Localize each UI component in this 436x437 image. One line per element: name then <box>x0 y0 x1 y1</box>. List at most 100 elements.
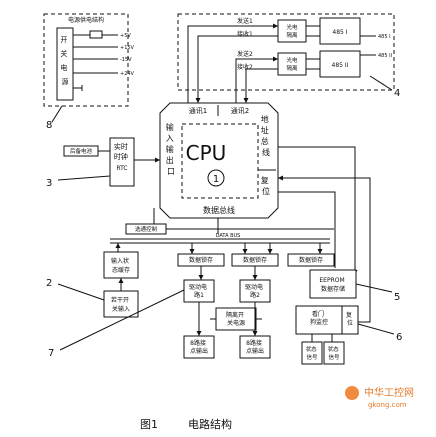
switch-input-label: 若干开 关输入 <box>111 296 131 313</box>
rtc-char-3: RTC <box>116 165 127 172</box>
eeprom-label: EEPROM 数据存储 <box>319 277 346 293</box>
caption-title: 电路结构 <box>188 417 232 431</box>
callout-7: 7 <box>48 348 54 359</box>
cpu-address-bus: 地 址 总 线 <box>261 114 272 157</box>
optoisolator-1-box <box>277 19 307 43</box>
power-title: 电源供电结构 <box>68 16 104 24</box>
isolated-power-label: 隔离开 关电源 <box>226 311 246 327</box>
wdt-line-2: 狗监控 <box>310 318 328 326</box>
send1-label: 发送1 <box>237 17 253 25</box>
switch-char-4: 源 <box>62 77 69 86</box>
power-output-3: -15V <box>120 57 132 63</box>
status-signal-2 <box>323 341 345 365</box>
callout-2: 2 <box>46 278 52 289</box>
eeprom-line-2: 数据存储 <box>321 285 345 293</box>
power-output-4: +24V <box>120 71 135 77</box>
addr-char-2: 址 <box>261 125 269 135</box>
driver-2-line-1: 驱动电 <box>245 283 263 291</box>
send2-label: 发送2 <box>237 50 253 58</box>
driver-2-label: 驱动电 路2 <box>245 283 265 299</box>
rs485-1-box <box>319 17 361 45</box>
latch-3-label: 数据锁存 <box>299 256 323 264</box>
figure-caption: 图1 电路结构 <box>140 417 232 431</box>
addr-char-4: 线 <box>262 147 270 157</box>
status-1-line-2: 信号 <box>306 353 318 361</box>
rs485-2-line-label: 485 II <box>378 53 392 59</box>
callout-5: 5 <box>394 292 400 303</box>
cpu-number: 1 <box>213 174 219 185</box>
power-dashed-outline <box>43 13 129 107</box>
driver-1-line-2: 路1 <box>194 291 204 299</box>
latch-1-label: 数据锁存 <box>189 256 213 264</box>
output-2-line-2: 点输出 <box>246 347 264 355</box>
reset-char-2: 位 <box>262 186 270 196</box>
callout-4: 4 <box>394 88 400 99</box>
input-buffer-1: 输入状 <box>111 257 129 265</box>
cpu-label: CPU <box>186 141 227 165</box>
cpu-io-port: 输 入 输 出 口 <box>166 122 177 176</box>
io-char-3: 输 <box>166 144 174 154</box>
rs485-1-label: 485 I <box>332 29 347 36</box>
iso-power-1: 隔离开 <box>226 311 244 319</box>
driver-2-line-2: 路2 <box>250 291 260 299</box>
rs485-2-box <box>319 50 361 78</box>
backup-battery-label: 后备电池 <box>70 147 93 155</box>
rs485-1-line-label: 485 I <box>378 34 391 40</box>
output-1-line-2: 点输出 <box>190 347 208 355</box>
rtc-block: 后备电池 实时 时钟 RTC 3 <box>46 137 160 189</box>
select-control-label: 选通控制 <box>135 225 158 233</box>
switch-char-2: 关 <box>60 49 67 58</box>
recv2-label: 接收2 <box>237 63 253 71</box>
latch-block: 数据锁存 数据锁存 数据锁存 驱动电 路1 驱动电 路2 隔离开 关电源 <box>48 243 335 359</box>
callout-3: 3 <box>46 178 52 189</box>
cpu-outer <box>159 102 279 219</box>
wdt-reset-2: 位 <box>347 319 353 327</box>
driver-1-line-1: 驱动电 <box>189 283 207 291</box>
bus-area: 选通控制 DATA BUS <box>110 146 371 323</box>
callout-8: 8 <box>46 120 52 131</box>
optoisolator-2-label: 光电 <box>286 56 298 64</box>
eeprom-line-1: EEPROM <box>319 277 344 284</box>
wdt-reset-1: 复 <box>346 311 352 319</box>
switch-input-box <box>103 290 139 318</box>
input-buffer-2: 态缓存 <box>112 266 130 274</box>
cpu-block: 通讯1 通讯2 输 入 输 出 口 地 址 总 线 复 位 CPU 1 数据总线 <box>159 102 279 219</box>
switch-input-2: 关输入 <box>112 305 130 313</box>
rtc-label: 实时 时钟 RTC <box>114 142 130 172</box>
power-supply-block: 电源供电结构 开 关 电 源 +5V +15V -15V +24V 8 <box>43 13 135 131</box>
output-2-line-1: 8路接 <box>246 339 262 347</box>
status-signal-1 <box>301 341 323 365</box>
output-2 <box>239 335 271 359</box>
addr-char-3: 总 <box>261 136 269 146</box>
watchdog-block: 看门 狗监控 复 位 6 状态 信号 状态 信号 <box>295 305 402 365</box>
status-signal-2-label: 状态 信号 <box>328 345 341 361</box>
comm-block: 发送1 接收1 光电 隔离 485 I 485 I 发送2 接收2 光电 隔离 … <box>177 13 400 103</box>
status-2-line-1: 状态 <box>328 345 340 353</box>
data-bus-en-label: DATA BUS <box>216 233 241 239</box>
watchdog-outer <box>295 305 359 335</box>
watermark: 中华工控网 gkong.com <box>345 386 414 409</box>
watermark-cn: 中华工控网 <box>364 386 414 399</box>
input-buffer-box <box>103 251 139 279</box>
optoisolator-1-label-2: 隔离 <box>286 31 298 39</box>
comm-dashed-outline <box>177 13 395 91</box>
reset-char-1: 复 <box>261 175 269 185</box>
optoisolator-2-box <box>277 52 307 76</box>
power-output-2: +15V <box>120 45 135 51</box>
cpu-inner-dashed <box>181 123 259 199</box>
optoisolator-1-label: 光电 <box>286 23 298 31</box>
io-char-2: 入 <box>166 134 174 143</box>
fuse-box <box>89 30 103 39</box>
power-output-1: +5V <box>120 33 131 39</box>
caption-fig: 图1 <box>140 418 158 431</box>
status-signal-1-label: 状态 信号 <box>306 345 319 361</box>
driver-1-label: 驱动电 路1 <box>189 283 209 299</box>
switch-power-box <box>56 27 74 101</box>
rs485-2-label: 485 II <box>332 62 349 69</box>
status-2-line-2: 信号 <box>328 353 340 361</box>
cpu-data-bus: 数据总线 <box>203 205 235 215</box>
cpu-reset: 复 位 <box>261 175 272 196</box>
io-char-5: 口 <box>167 167 175 176</box>
cpu-comm2: 通讯2 <box>231 106 249 115</box>
